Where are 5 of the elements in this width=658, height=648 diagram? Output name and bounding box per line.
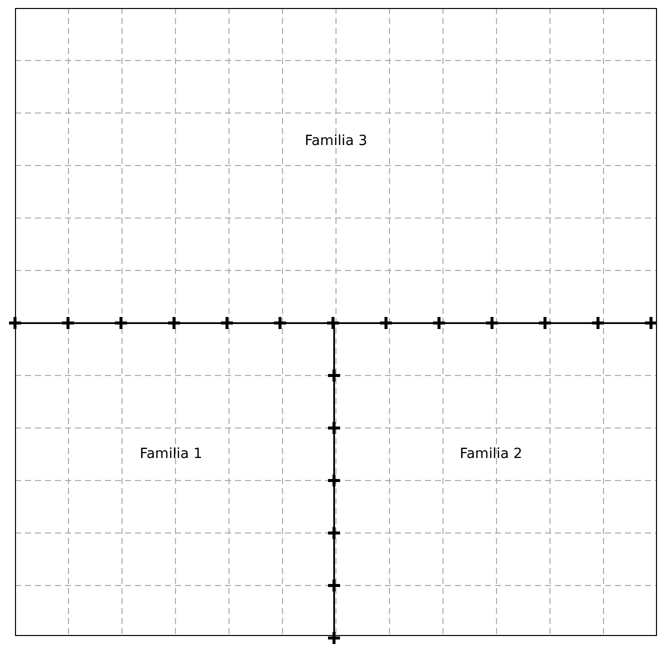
region-label: Familia 3 bbox=[304, 133, 368, 149]
region-label: Familia 1 bbox=[140, 446, 202, 462]
region-area bbox=[15, 8, 657, 324]
region-area bbox=[334, 323, 657, 636]
region-label: Familia 2 bbox=[460, 446, 522, 462]
